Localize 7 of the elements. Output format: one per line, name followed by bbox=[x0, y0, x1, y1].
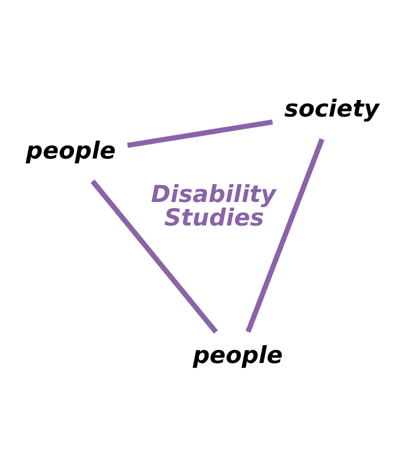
node-text: people bbox=[192, 340, 283, 369]
connector bbox=[90, 180, 218, 334]
connector bbox=[127, 119, 273, 148]
node-text: people bbox=[26, 136, 116, 165]
node-text: society bbox=[284, 94, 380, 122]
connector bbox=[246, 138, 324, 333]
label: Disability Studies bbox=[151, 180, 276, 232]
